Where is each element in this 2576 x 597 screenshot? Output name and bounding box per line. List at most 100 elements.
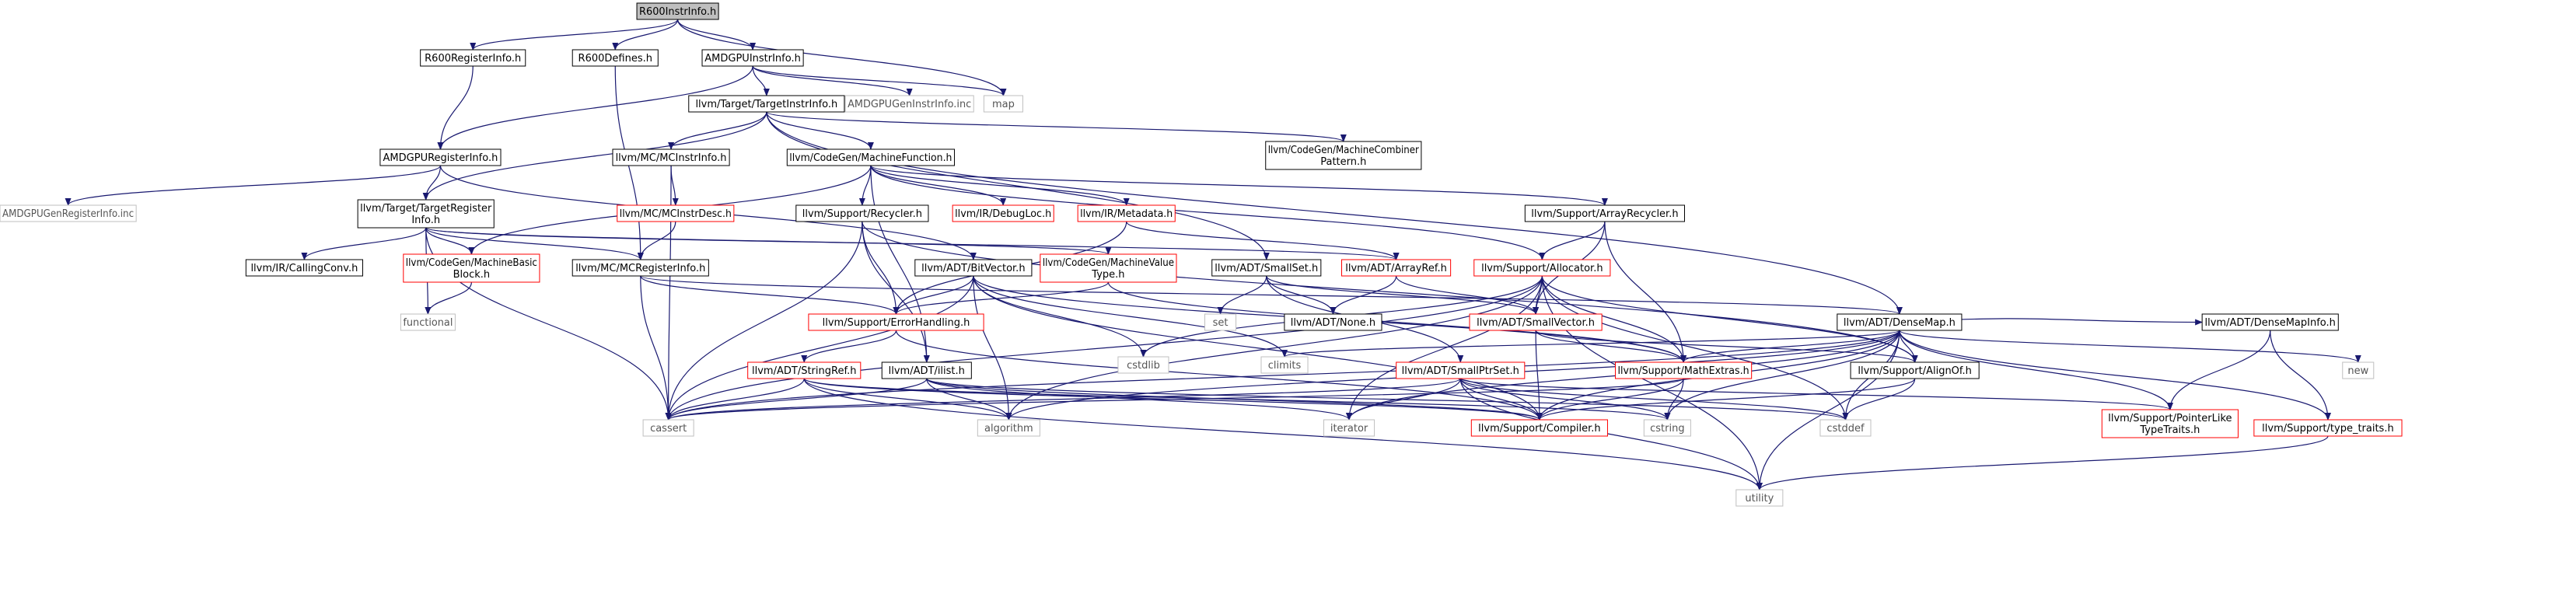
node-box [617,204,735,222]
edge-densemap-to-new [1899,330,2361,363]
edge-targetreginfo-to-arrayref [425,227,1400,260]
node-label: llvm/ADT/StringRef.h [752,365,856,377]
edge-smallptrset-to-cassert [665,378,1461,421]
node-box [977,419,1040,437]
node-box [914,259,1033,277]
edge-smallvector-to-compiler [1535,330,1543,421]
edge-ilist-to-compiler [926,378,1543,421]
edge-machinefunction-to-debugloc [870,165,1007,206]
node-targetinstrinfo[interactable]: llvm/Target/TargetInstrInfo.h [688,95,845,113]
node-root[interactable]: R600InstrInfo.h [636,2,719,20]
node-ilist[interactable]: llvm/ADT/ilist.h [881,361,972,379]
edge-mcinstrinfo-to-mcinstrdesc [670,165,679,206]
edge-ilist-to-algorithm [926,378,1012,421]
edge-mathextras-to-cassert [666,378,1684,421]
node-label: TypeTraits.h [2139,424,2200,436]
node-label: cstring [1650,423,1684,435]
node-box [1473,259,1611,277]
edge-amdgpuinstrinfo-to-amdgpugeninstr [752,65,913,96]
edge-errorhandling-to-stringref [801,330,897,363]
edge-alignof-to-cstddef [1842,378,1916,421]
node-smallset[interactable]: llvm/ADT/SmallSet.h [1211,259,1322,277]
node-mcinstrinfo[interactable]: llvm/MC/MCInstrInfo.h [612,148,730,166]
node-box [688,95,845,113]
node-metadata[interactable]: llvm/IR/Metadata.h [1077,204,1176,222]
node-label: llvm/Support/MathExtras.h [1618,365,1749,377]
edge-root-to-amdgpuinstrinfo [676,19,757,51]
node-densemap[interactable]: llvm/ADT/DenseMap.h [1837,313,1963,331]
node-label: cassert [650,423,687,435]
edge-bitvector-to-cstdlib [973,275,1147,358]
edge-stringref-to-cassert [665,378,805,421]
node-mcreginfo[interactable]: llvm/MC/MCRegisterInfo.h [571,259,709,277]
edge-arrayref-to-smallvector [1395,275,1540,315]
node-debugloc[interactable]: llvm/IR/DebugLoc.h [952,204,1054,222]
edge-root-to-r600defines [612,19,679,51]
node-alignof[interactable]: llvm/Support/AlignOf.h [1850,361,1980,379]
node-box [571,49,659,67]
node-label: llvm/IR/Metadata.h [1080,208,1173,220]
node-box [1323,419,1375,437]
edge-amdgpuinstrinfo-to-amdgpureginfo [437,65,753,150]
node-none[interactable]: llvm/ADT/None.h [1284,313,1382,331]
node-box [1837,313,1963,331]
edge-arrayrecycler-to-mathextras [1604,221,1687,363]
edge-r600reginfo-to-amdgpureginfo [437,65,474,150]
node-label: llvm/Target/TargetRegister [360,203,492,215]
node-amdgpureginfo[interactable]: AMDGPURegisterInfo.h [379,148,502,166]
node-bitvector[interactable]: llvm/ADT/BitVector.h [914,259,1033,277]
node-functional: functional [400,313,456,331]
edge-targetreginfo-to-machinebasicblock [425,227,475,255]
edge-recycler-to-alignof [862,221,1918,363]
node-box [2201,313,2339,331]
node-box [1469,313,1603,331]
node-label: llvm/CodeGen/MachineBasic [406,257,537,269]
edge-smallset-to-smallvector [1266,275,1539,315]
node-typetraits[interactable]: llvm/Support/type_traits.h [2253,419,2403,437]
node-callingconv[interactable]: llvm/IR/CallingConv.h [245,259,363,277]
node-label: R600RegisterInfo.h [425,53,521,65]
node-utility: utility [1735,489,1784,507]
edge-smallptrset-to-utility [1459,378,1763,491]
node-smallptrset[interactable]: llvm/ADT/SmallPtrSet.h [1396,361,1526,379]
node-label: AMDGPUGenInstrInfo.inc [848,99,971,110]
edge-machinefunction-to-recycler [858,165,872,206]
node-compiler[interactable]: llvm/Support/Compiler.h [1470,419,1608,437]
node-arrayref[interactable]: llvm/ADT/ArrayRef.h [1341,259,1452,277]
node-mcinstrdesc[interactable]: llvm/MC/MCInstrDesc.h [617,204,735,222]
node-smallvector[interactable]: llvm/ADT/SmallVector.h [1469,313,1603,331]
edge-allocator-to-mathextras [1541,275,1687,363]
node-errorhandling[interactable]: llvm/Support/ErrorHandling.h [808,313,984,331]
node-label: llvm/Support/AlignOf.h [1858,365,1972,377]
node-stringref[interactable]: llvm/ADT/StringRef.h [747,361,862,379]
node-amdgpugenreg: AMDGPUGenRegisterInfo.inc [0,204,137,222]
edge-allocator-to-alignof [1541,275,1918,363]
node-amdgpuinstrinfo[interactable]: AMDGPUInstrInfo.h [701,49,804,67]
node-r600reginfo[interactable]: R600RegisterInfo.h [420,49,526,67]
edge-mcreginfo-to-errorhandling [640,275,900,315]
node-allocator[interactable]: llvm/Support/Allocator.h [1473,259,1611,277]
node-r600defines[interactable]: R600Defines.h [571,49,659,67]
node-arrayrecycler[interactable]: llvm/Support/ArrayRecycler.h [1524,204,1686,222]
node-box [983,95,1023,113]
node-mathextras[interactable]: llvm/Support/MathExtras.h [1615,361,1753,379]
node-label: AMDGPUInstrInfo.h [704,53,801,65]
node-box [636,2,719,20]
edge-amdgpureginfo-to-targetreginfo [422,165,442,201]
node-label: new [2347,365,2368,377]
node-box [1341,259,1452,277]
node-box [1117,356,1169,374]
node-label: llvm/ADT/ilist.h [889,365,965,377]
node-densemapinfo[interactable]: llvm/ADT/DenseMapInfo.h [2201,313,2339,331]
node-label: llvm/ADT/DenseMap.h [1844,317,1956,329]
node-machinefunction[interactable]: llvm/CodeGen/MachineFunction.h [786,148,955,166]
node-cstdlib: cstdlib [1117,356,1169,374]
node-recycler[interactable]: llvm/Support/Recycler.h [795,204,929,222]
edge-ilist-to-iterator [926,378,1352,421]
node-box [952,204,1054,222]
